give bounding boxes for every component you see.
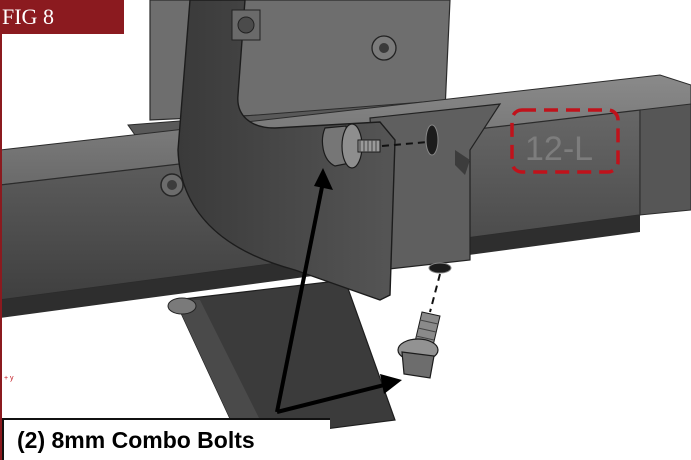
rail-sleeve xyxy=(369,103,502,274)
combo-bolt-upper xyxy=(321,123,429,169)
combo-bolt-lower xyxy=(397,273,441,379)
callout-label: (2) 8mm Combo Bolts xyxy=(2,418,330,460)
frame-border xyxy=(0,34,2,460)
figure-badge: FIG 8 xyxy=(0,0,124,34)
bent-bracket xyxy=(177,0,397,301)
part-label-text: 12-L xyxy=(525,130,593,168)
lower-post xyxy=(167,279,396,441)
label-highlight-box xyxy=(510,108,620,174)
leader-arrows xyxy=(275,168,402,414)
small-mark: + y xyxy=(4,375,14,382)
